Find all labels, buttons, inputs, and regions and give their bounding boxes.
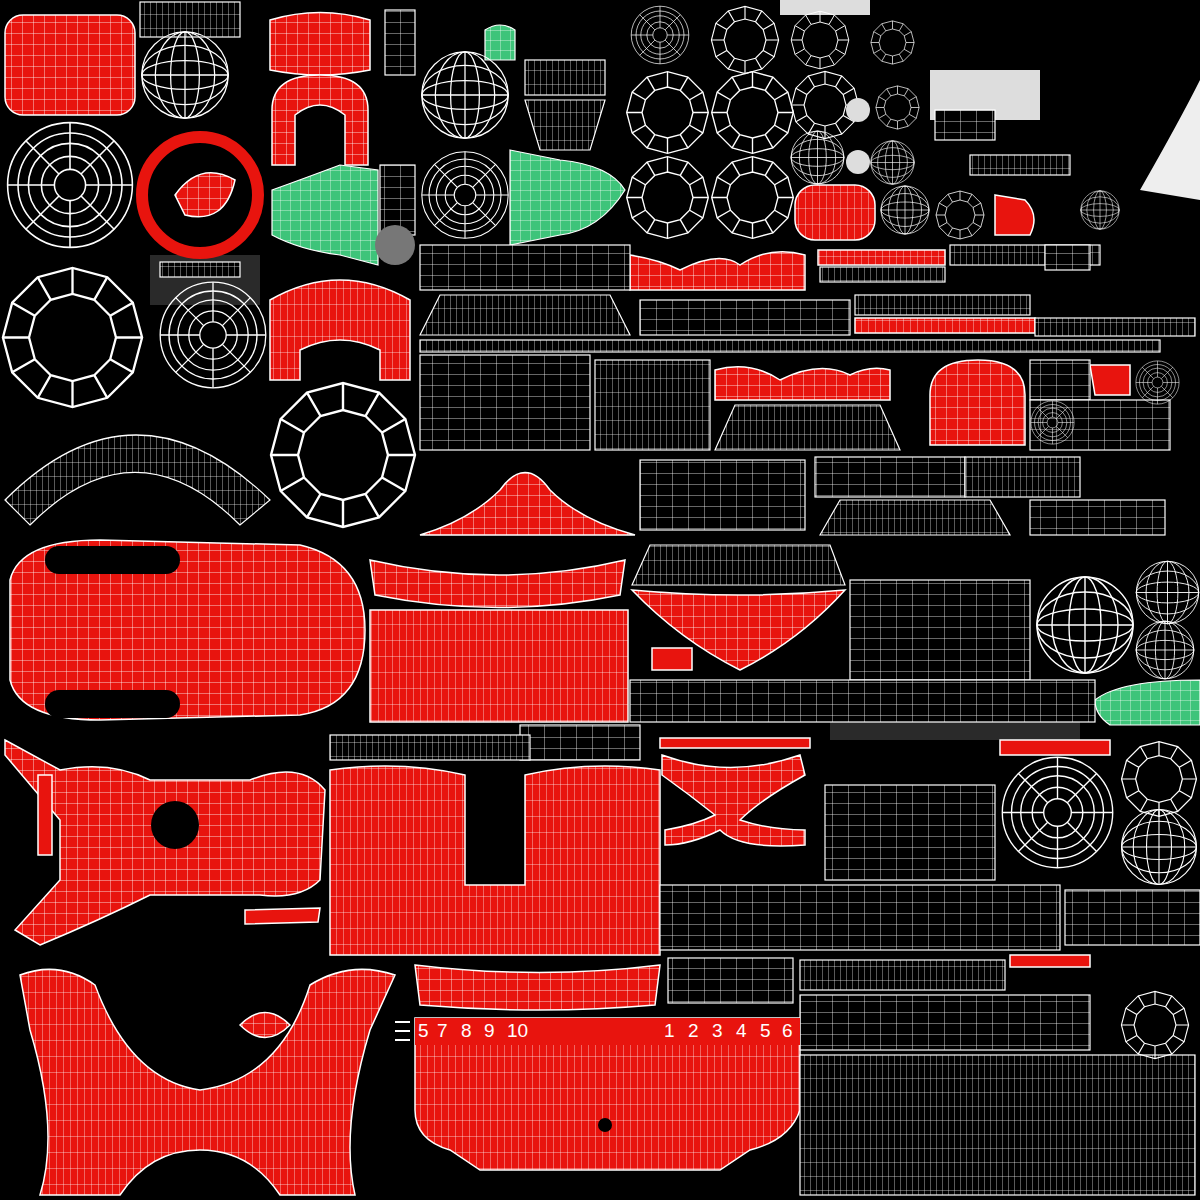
wire-uv-island xyxy=(5,2,1200,1195)
ruler-number: 2 xyxy=(688,1020,699,1042)
ruler-number: 7 xyxy=(437,1020,448,1042)
ruler-number: 5 xyxy=(760,1020,771,1042)
ruler-number: 4 xyxy=(736,1020,747,1042)
ruler-number: 6 xyxy=(782,1020,793,1042)
ruler-number: 5 xyxy=(418,1020,429,1042)
ruler-number: 1 xyxy=(664,1020,675,1042)
ruler-number: 8 xyxy=(461,1020,472,1042)
ruler-number: 9 xyxy=(484,1020,495,1042)
ruler-mark xyxy=(395,1022,410,1040)
red-uv-island xyxy=(5,13,1130,1196)
ruler-strip xyxy=(415,1018,800,1045)
ruler-number: 3 xyxy=(712,1020,723,1042)
wire-round-island xyxy=(3,6,1199,1058)
ruler-number: 10 xyxy=(507,1020,528,1042)
green-uv-island xyxy=(272,25,1200,725)
